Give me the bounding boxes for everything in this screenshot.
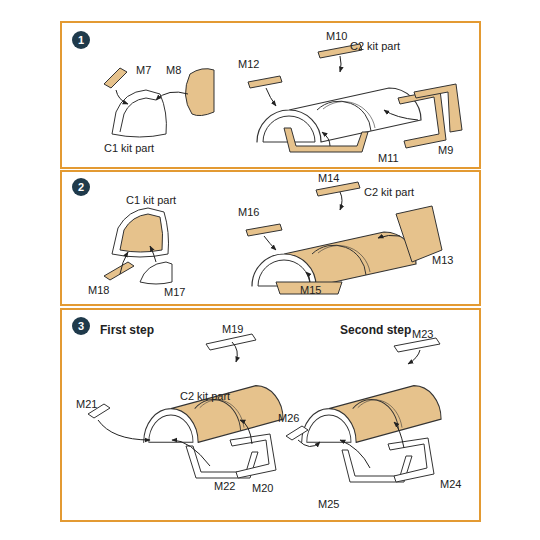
step-number: 3 — [72, 317, 90, 335]
part-label: M19 — [222, 323, 243, 336]
part-label: M17 — [164, 286, 185, 299]
part-label: M8 — [166, 64, 181, 77]
part-label: M20 — [252, 482, 273, 495]
part-label: C1 kit part — [104, 142, 154, 155]
part-label: M18 — [88, 284, 109, 297]
part-label: M16 — [238, 206, 259, 219]
step-number: 1 — [72, 31, 90, 49]
step-heading: First step — [100, 324, 154, 337]
part-label: M15 — [300, 284, 321, 297]
part-label: M12 — [238, 58, 259, 71]
part-label: M24 — [440, 478, 461, 491]
part-label: M13 — [432, 254, 453, 267]
part-label: M10 — [326, 30, 347, 43]
part-label: M14 — [318, 172, 339, 185]
part-label: C2 kit part — [180, 390, 230, 403]
part-label: C1 kit part — [126, 194, 176, 207]
step-number-text: 1 — [78, 34, 84, 46]
part-label: M22 — [214, 480, 235, 493]
part-label: C2 kit part — [364, 186, 414, 199]
part-label: M21 — [76, 398, 97, 411]
step-number-text: 2 — [78, 181, 84, 193]
step-heading: Second step — [340, 324, 411, 337]
part-label: M23 — [412, 328, 433, 341]
part-label: M11 — [378, 152, 399, 165]
part-label: C2 kit part — [350, 40, 400, 53]
part-label: M9 — [438, 144, 453, 157]
part-label: M7 — [136, 64, 151, 77]
step-number-text: 3 — [78, 320, 84, 332]
step-number: 2 — [72, 178, 90, 196]
part-label: M26 — [278, 412, 299, 425]
part-label: M25 — [318, 498, 339, 511]
